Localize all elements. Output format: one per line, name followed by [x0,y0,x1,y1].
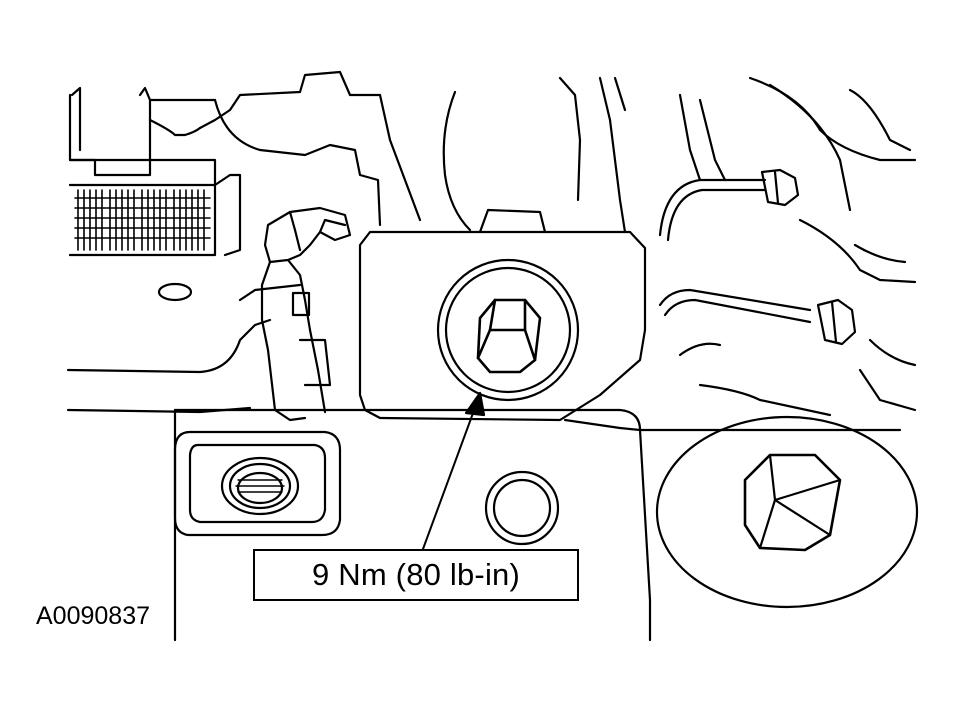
bracket-plate [358,208,647,422]
connector-clip [260,206,352,422]
leader-line [422,391,486,550]
upper-left-housing [68,70,382,257]
center-bolt [476,298,542,374]
upper-center-structure [378,76,727,234]
tube-fitting-lower [816,298,857,346]
brake-lines [658,178,812,324]
figure-id-label: A0090837 [36,602,151,630]
cooler-fins [74,189,211,251]
small-hole-left [157,282,193,302]
lower-hole [484,470,560,546]
tube-fitting-upper [760,168,800,207]
left-rail [66,283,302,414]
leader-arrowhead [464,391,486,417]
torque-callout-label: 9 Nm (80 lb-in) [312,557,520,592]
torque-callout: 9 Nm (80 lb-in) [253,549,579,601]
lower-right-washer [655,415,919,609]
threaded-hole-boss [173,430,342,537]
right-structure [678,76,917,417]
